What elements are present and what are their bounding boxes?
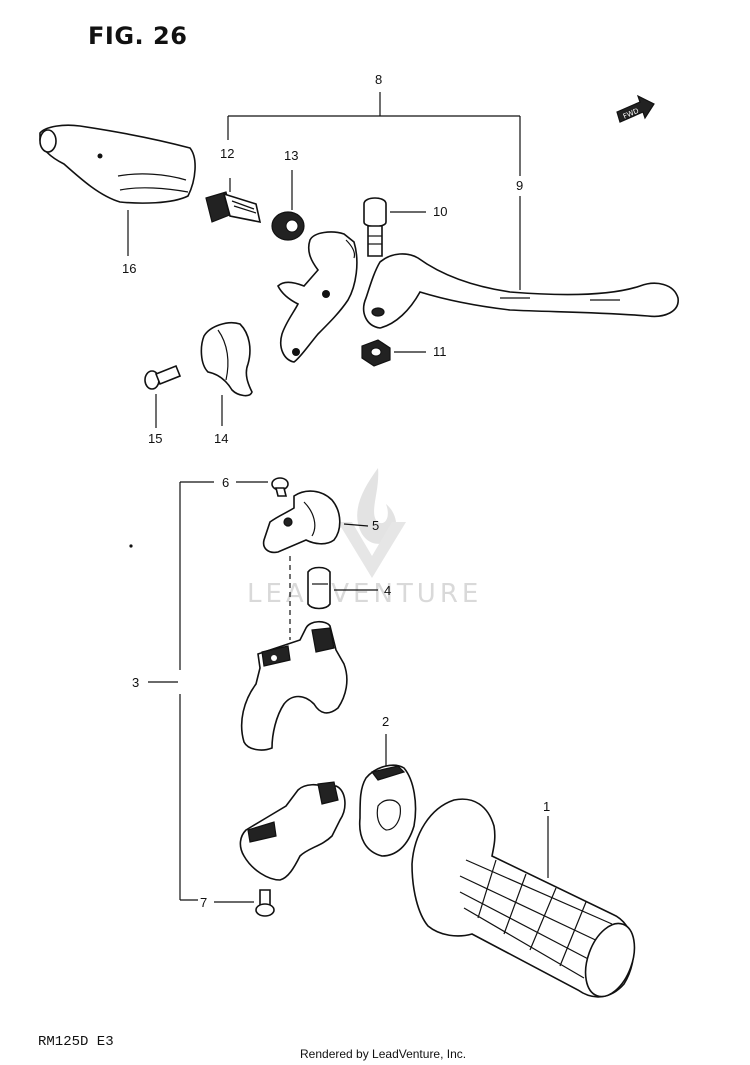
part-7-screw: 7 xyxy=(200,889,275,917)
part-12-adjuster-bolt: 12 xyxy=(205,146,262,224)
part-5-clamp: 5 xyxy=(262,490,379,554)
footer-credit: Rendered by LeadVenture, Inc. xyxy=(300,1047,467,1061)
part-8-lever-assembly-bracket: 8 9 xyxy=(227,72,523,290)
callout-16: 16 xyxy=(122,261,136,276)
part-1-grip: 1 xyxy=(411,798,636,998)
part-16-lever-cover: 16 xyxy=(39,124,196,276)
part-2-plate: 2 xyxy=(358,714,417,857)
part-4-switch: 4 xyxy=(307,566,391,610)
callout-14: 14 xyxy=(214,431,228,446)
callout-10: 10 xyxy=(433,204,447,219)
leadventure-watermark: LEADVENTURE xyxy=(247,468,482,609)
callout-11: 11 xyxy=(433,344,447,359)
fig-title: FIG. 26 xyxy=(88,22,188,50)
callout-4: 4 xyxy=(384,583,391,598)
part-6-screw: 6 xyxy=(222,475,289,497)
part-3-switch-assembly-bracket: 3 xyxy=(129,481,214,901)
callout-7: 7 xyxy=(200,895,207,910)
callout-5: 5 xyxy=(372,518,379,533)
callout-3: 3 xyxy=(132,675,139,690)
switch-housing-lower xyxy=(239,781,346,881)
model-code: RM125D E3 xyxy=(38,1034,114,1050)
callout-1: 1 xyxy=(543,799,550,814)
part-13-locknut: 13 xyxy=(271,148,305,241)
callout-12: 12 xyxy=(220,146,234,161)
watermark-text: LEADVENTURE xyxy=(247,579,482,609)
callout-2: 2 xyxy=(382,714,389,729)
part-10-pivot-bolt: 10 xyxy=(363,197,447,257)
part-14-clamp: 14 xyxy=(200,321,253,446)
part-11-nut: 11 xyxy=(361,339,447,367)
part-9-clutch-lever xyxy=(362,253,679,329)
callout-9: 9 xyxy=(516,178,523,193)
callout-6: 6 xyxy=(222,475,229,490)
callout-15: 15 xyxy=(148,431,162,446)
callout-13: 13 xyxy=(284,148,298,163)
lever-perch-bracket xyxy=(277,231,358,363)
switch-housing-upper xyxy=(240,620,348,751)
part-15-screw: 15 xyxy=(144,364,182,446)
direction-arrow-icon: FWD xyxy=(616,94,655,123)
callout-8: 8 xyxy=(375,72,382,87)
